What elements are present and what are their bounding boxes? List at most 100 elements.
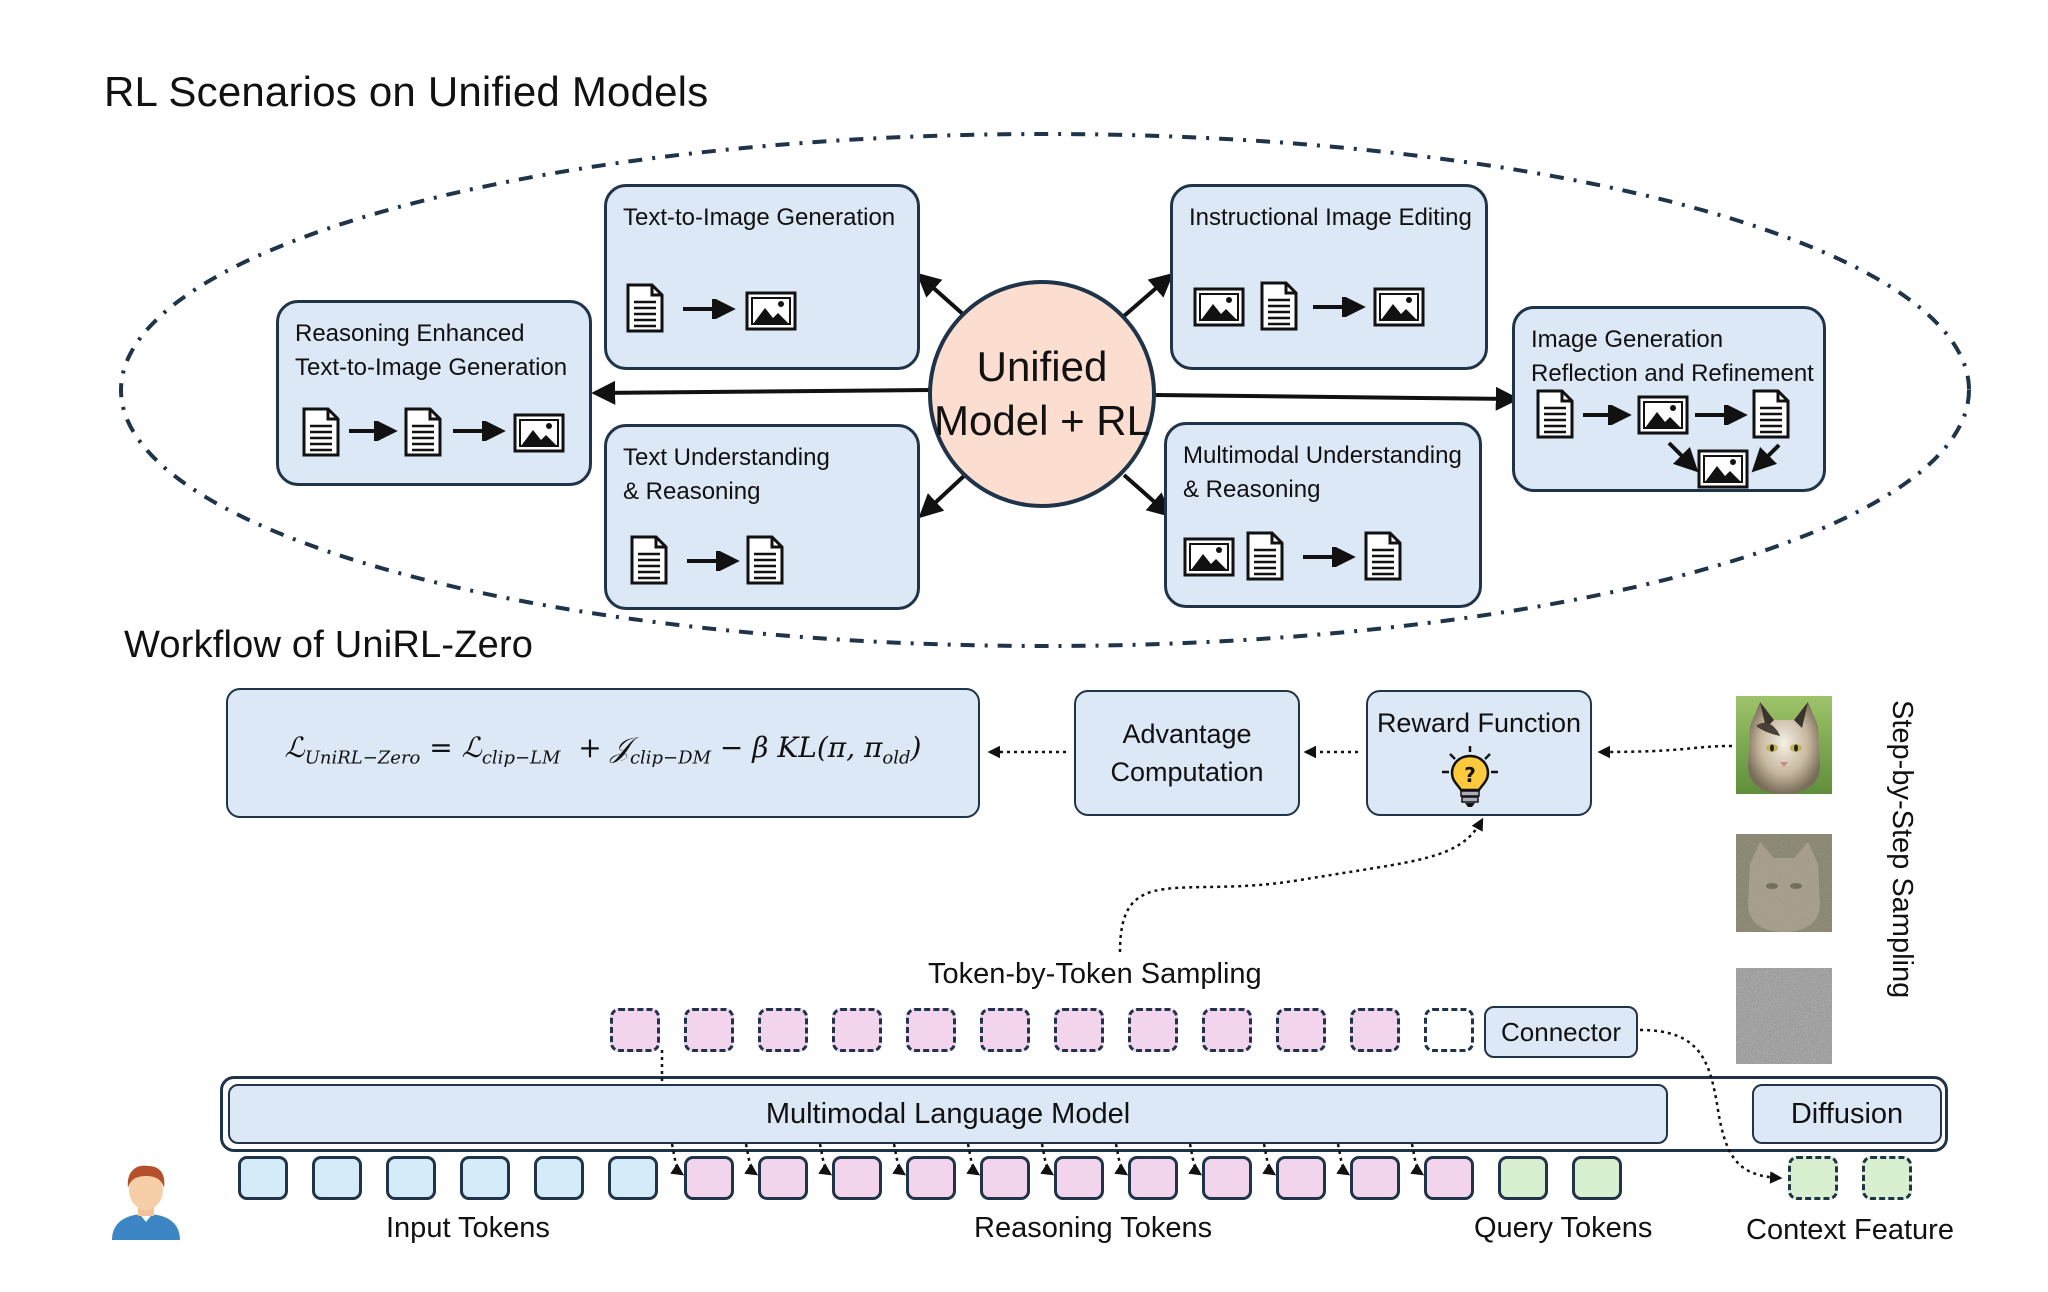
dotted-link xyxy=(744,1143,759,1176)
arrow-right-icon xyxy=(1695,405,1748,425)
input-token xyxy=(386,1156,436,1200)
reasoning-token xyxy=(1350,1156,1400,1200)
user-avatar-icon xyxy=(112,1165,180,1240)
arrow-right-icon xyxy=(683,299,736,319)
reasoning-token xyxy=(1128,1156,1178,1200)
dashed-ellipse xyxy=(119,132,1971,648)
diffusion-bar: Diffusion xyxy=(1752,1084,1942,1144)
arrow-tokens-to-reward xyxy=(1118,817,1484,953)
dotted-link xyxy=(1040,1143,1055,1176)
dotted-link xyxy=(818,1143,833,1176)
arrow-to-reflect xyxy=(1154,386,1520,411)
dotted-link xyxy=(966,1143,981,1176)
scenario-reflect-label: Image Generation Reflection and Refineme… xyxy=(1531,326,1814,387)
formula-kl: KL(π, π xyxy=(777,730,883,764)
dotted-link xyxy=(670,1143,685,1176)
input-token xyxy=(238,1156,288,1200)
reasoning-token xyxy=(1424,1156,1474,1200)
formula-sub-unirl: UniRL−Zero xyxy=(304,747,421,769)
arrow-diag-icon xyxy=(1667,441,1699,473)
dotted-link xyxy=(1336,1143,1351,1176)
formula-sub-dm: clip−DM xyxy=(629,747,711,769)
scenario-mm-und: Multimodal Understanding & Reasoning xyxy=(1164,422,1482,608)
sample-image-clean xyxy=(1736,696,1832,794)
query-token xyxy=(1498,1156,1548,1200)
reasoning-token xyxy=(832,1156,882,1200)
context-feature-label: Context Feature xyxy=(1746,1214,1954,1246)
reasoning-token xyxy=(906,1156,956,1200)
arrow-right-icon xyxy=(687,551,740,571)
reward-function-label: Reward Function xyxy=(1376,708,1582,738)
sampled-token xyxy=(684,1008,734,1052)
multimodal-language-model-bar: Multimodal Language Model xyxy=(228,1084,1668,1144)
section-title-scenarios: RL Scenarios on Unified Models xyxy=(104,68,709,115)
loss-formula-box: ℒUniRL−Zero = ℒclip−LM + 𝒥clip−DM − β KL… xyxy=(226,688,980,818)
reasoning-token xyxy=(684,1156,734,1200)
connector-box: Connector xyxy=(1484,1006,1638,1058)
scenario-reason-t2i: Reasoning Enhanced Text-to-Image Generat… xyxy=(276,300,592,486)
sample-image-noisy xyxy=(1736,834,1832,932)
scenario-reason-t2i-label: Reasoning Enhanced Text-to-Image Generat… xyxy=(295,320,568,381)
reasoning-token xyxy=(1202,1156,1252,1200)
dotted-link xyxy=(1262,1143,1277,1176)
input-token xyxy=(460,1156,510,1200)
sampled-token xyxy=(1202,1008,1252,1052)
reasoning-token xyxy=(1054,1156,1104,1200)
reasoning-token xyxy=(1276,1156,1326,1200)
arrow-right-icon xyxy=(1583,405,1632,425)
arrow-right-icon xyxy=(453,421,506,441)
sampled-token xyxy=(610,1008,660,1052)
input-tokens-label: Input Tokens xyxy=(386,1212,550,1244)
section-title-workflow: Workflow of UniRL-Zero xyxy=(124,624,534,666)
dotted-link xyxy=(1188,1143,1203,1176)
sampled-token xyxy=(1350,1008,1400,1052)
scenario-text-und: Text Understanding & Reasoning xyxy=(604,424,920,610)
arrow-right-icon xyxy=(1303,547,1356,567)
arrow-to-mm-und xyxy=(1122,473,1172,518)
sampled-token xyxy=(980,1008,1030,1052)
scenario-t2i-label: Text-to-Image Generation xyxy=(623,204,896,231)
query-tokens-label: Query Tokens xyxy=(1474,1212,1653,1244)
reasoning-token xyxy=(980,1156,1030,1200)
arrow-right-icon xyxy=(349,421,398,441)
scenario-text-und-label: Text Understanding & Reasoning xyxy=(623,444,830,505)
token-by-token-sampling-label: Token-by-Token Sampling xyxy=(928,958,1262,990)
loss-formula: ℒUniRL−Zero = ℒclip−LM + 𝒥clip−DM − β KL… xyxy=(284,730,922,769)
arrow-right-icon xyxy=(1313,297,1366,317)
sampled-token xyxy=(832,1008,882,1052)
svg-text:?: ? xyxy=(1464,763,1476,787)
dotted-link xyxy=(1114,1143,1129,1176)
arrow-image-to-reward xyxy=(1597,744,1733,759)
arrow-connector-to-context xyxy=(1639,1028,1783,1184)
reasoning-tokens-label: Reasoning Tokens xyxy=(974,1212,1213,1244)
scenario-mm-und-label: Multimodal Understanding & Reasoning xyxy=(1183,442,1462,503)
reasoning-token xyxy=(758,1156,808,1200)
formula-close: ) xyxy=(910,730,922,764)
sampled-token xyxy=(906,1008,956,1052)
arrow-to-reason-t2i xyxy=(591,380,931,405)
arrow-to-t2i xyxy=(916,272,967,318)
scenario-t2i: Text-to-Image Generation xyxy=(604,184,920,370)
sampled-token xyxy=(1054,1008,1104,1052)
sample-image-noise xyxy=(1736,968,1832,1064)
input-token xyxy=(312,1156,362,1200)
advantage-computation-box: Advantage Computation xyxy=(1074,690,1300,816)
arrow-to-edit xyxy=(1122,272,1174,318)
input-token xyxy=(608,1156,658,1200)
lightbulb-question-icon: ? xyxy=(1442,746,1498,807)
sampled-token xyxy=(758,1008,808,1052)
dotted-link xyxy=(892,1143,907,1176)
unified-model-rl-node: Unified Model + RL xyxy=(928,280,1156,508)
scenario-reflect: Image Generation Reflection and Refineme… xyxy=(1512,306,1826,492)
scenario-edit-label: Instructional Image Editing xyxy=(1189,204,1472,231)
empty-token xyxy=(1424,1008,1474,1052)
dotted-link xyxy=(1410,1143,1425,1176)
query-token xyxy=(1572,1156,1622,1200)
formula-sub-old: old xyxy=(882,747,911,769)
context-feature-token xyxy=(1788,1156,1838,1200)
scenario-edit: Instructional Image Editing xyxy=(1170,184,1488,370)
context-feature-token xyxy=(1862,1156,1912,1200)
formula-sub-lm: clip−LM xyxy=(481,747,561,769)
